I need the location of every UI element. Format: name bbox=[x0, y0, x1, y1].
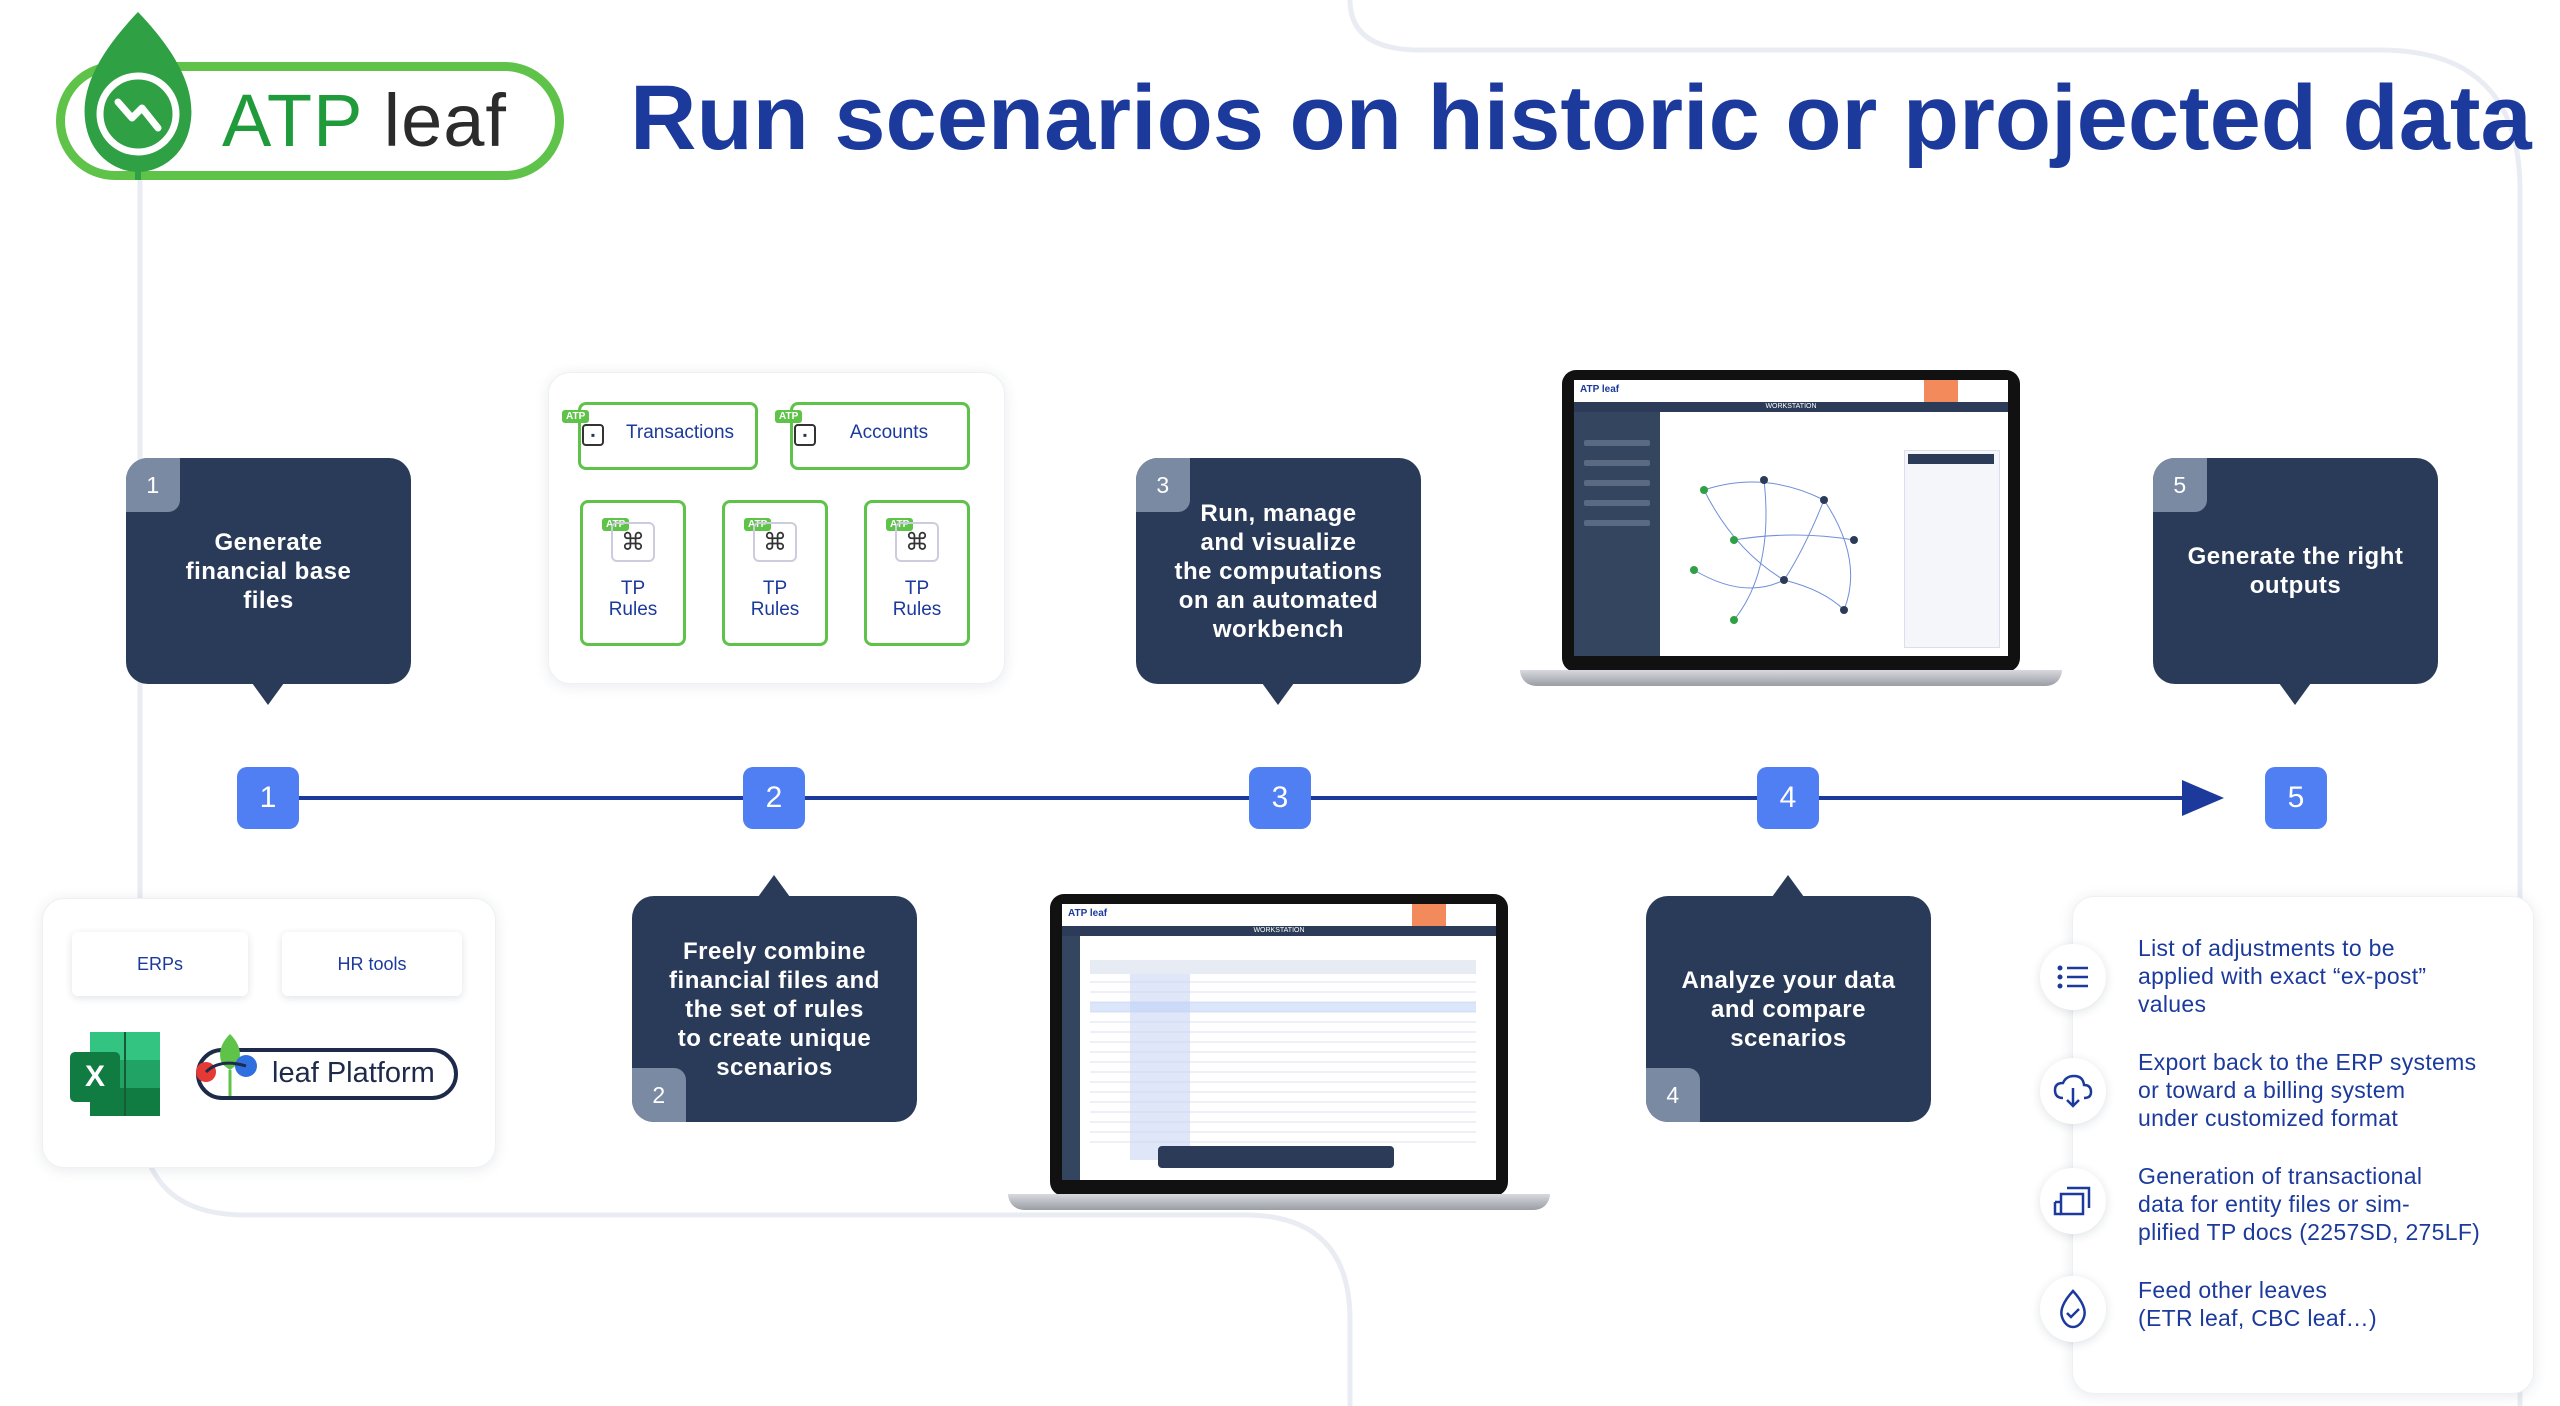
accounts-file bbox=[790, 402, 970, 470]
output-text-3: Generation of transactional data for ent… bbox=[2138, 1163, 2481, 1245]
callout-pointer bbox=[2279, 683, 2311, 705]
leaf-platform-label: leaf Platform bbox=[272, 1057, 435, 1089]
file-icon: ▪ bbox=[582, 424, 604, 446]
erps-chip: ERPs bbox=[72, 932, 248, 996]
hr-tools-chip: HR tools bbox=[282, 932, 462, 996]
callout-pointer bbox=[252, 683, 284, 705]
app-header: WORKSTATION bbox=[1062, 926, 1496, 936]
step-5-callout: 5 Generate the right outputs bbox=[2153, 458, 2438, 684]
output-text-4: Feed other leaves (ETR leaf, CBC leaf…) bbox=[2138, 1277, 2377, 1331]
callout-text: Freely combine financial files and the s… bbox=[669, 937, 880, 1081]
timeline-line bbox=[268, 796, 2198, 800]
file-icon: ▪ bbox=[794, 424, 816, 446]
list-icon bbox=[2040, 944, 2106, 1010]
timeline-step-5: 5 bbox=[2265, 767, 2327, 829]
timeline-step-4: 4 bbox=[1757, 767, 1819, 829]
tp-rules-label: TP Rules bbox=[608, 578, 658, 620]
page-title: Run scenarios on historic or projected d… bbox=[630, 67, 2532, 169]
atp-tag: ATP bbox=[775, 410, 803, 423]
output-text-1: List of adjustments to be applied with e… bbox=[2138, 935, 2427, 1017]
timeline-arrow bbox=[2182, 780, 2224, 816]
callout-pointer bbox=[1772, 875, 1804, 897]
timeline-step-3: 3 bbox=[1249, 767, 1311, 829]
transactions-label: Transactions bbox=[625, 422, 735, 443]
leaf-icon bbox=[84, 12, 192, 180]
data-table bbox=[1090, 960, 1476, 1160]
step-4-callout: 4 Analyze your data and compare scenario… bbox=[1646, 896, 1931, 1122]
callout-pointer bbox=[758, 875, 790, 897]
command-icon: ⌘ bbox=[611, 522, 655, 562]
command-icon: ⌘ bbox=[895, 522, 939, 562]
logo-text-bold: ATP bbox=[222, 79, 363, 162]
leaf-platform-icon bbox=[196, 1034, 257, 1096]
laptop-top-base bbox=[1520, 670, 2062, 686]
tp-rules-box bbox=[722, 500, 828, 646]
leaf-check-icon bbox=[2040, 1276, 2106, 1342]
laptop-bottom-base bbox=[1008, 1194, 1550, 1210]
logo-text: ATP leaf bbox=[222, 78, 507, 163]
laptop-bottom-display: ATP leaf WORKSTATION bbox=[1062, 904, 1496, 1180]
step-3-callout: 3 Run, manage and visualize the computat… bbox=[1136, 458, 1421, 684]
cloud-download-icon bbox=[2040, 1058, 2106, 1124]
workflow-graph bbox=[1690, 476, 1858, 624]
timeline-step-2: 2 bbox=[743, 767, 805, 829]
callout-pointer bbox=[1262, 683, 1294, 705]
command-icon: ⌘ bbox=[753, 522, 797, 562]
callout-number: 2 bbox=[632, 1068, 686, 1122]
callout-number: 4 bbox=[1646, 1068, 1700, 1122]
tp-rules-label: TP Rules bbox=[892, 578, 942, 620]
app-header: WORKSTATION bbox=[1574, 402, 2008, 412]
tp-rules-box bbox=[580, 500, 686, 646]
app-logo: ATP leaf bbox=[1068, 908, 1108, 919]
atp-tag: ATP bbox=[562, 410, 590, 423]
excel-icon bbox=[70, 1032, 160, 1116]
tp-rules-label: TP Rules bbox=[750, 578, 800, 620]
transactions-file bbox=[578, 402, 758, 470]
callout-text: Run, manage and visualize the computatio… bbox=[1174, 499, 1383, 643]
callout-number: 1 bbox=[126, 458, 180, 512]
output-text-2: Export back to the ERP systems or toward… bbox=[2138, 1049, 2477, 1131]
callout-text: Analyze your data and compare scenarios bbox=[1681, 966, 1896, 1052]
excel-letter: X bbox=[84, 1060, 105, 1093]
laptop-top-display: ATP leaf WORKSTATION bbox=[1574, 380, 2008, 656]
accounts-label: Accounts bbox=[849, 422, 929, 443]
callout-text: Generate the right outputs bbox=[2187, 543, 2404, 599]
documents-icon bbox=[2040, 1168, 2106, 1234]
outputs-card bbox=[2072, 896, 2534, 1394]
logo-text-light: leaf bbox=[383, 79, 507, 162]
callout-number: 5 bbox=[2153, 458, 2207, 512]
app-logo: ATP leaf bbox=[1580, 384, 1620, 395]
step-1-callout: 1 Generate financial base files bbox=[126, 458, 411, 684]
tp-rules-box bbox=[864, 500, 970, 646]
callout-text: Generate financial base files bbox=[185, 528, 352, 614]
step-2-callout: 2 Freely combine financial files and the… bbox=[632, 896, 917, 1122]
callout-number: 3 bbox=[1136, 458, 1190, 512]
timeline-step-1: 1 bbox=[237, 767, 299, 829]
